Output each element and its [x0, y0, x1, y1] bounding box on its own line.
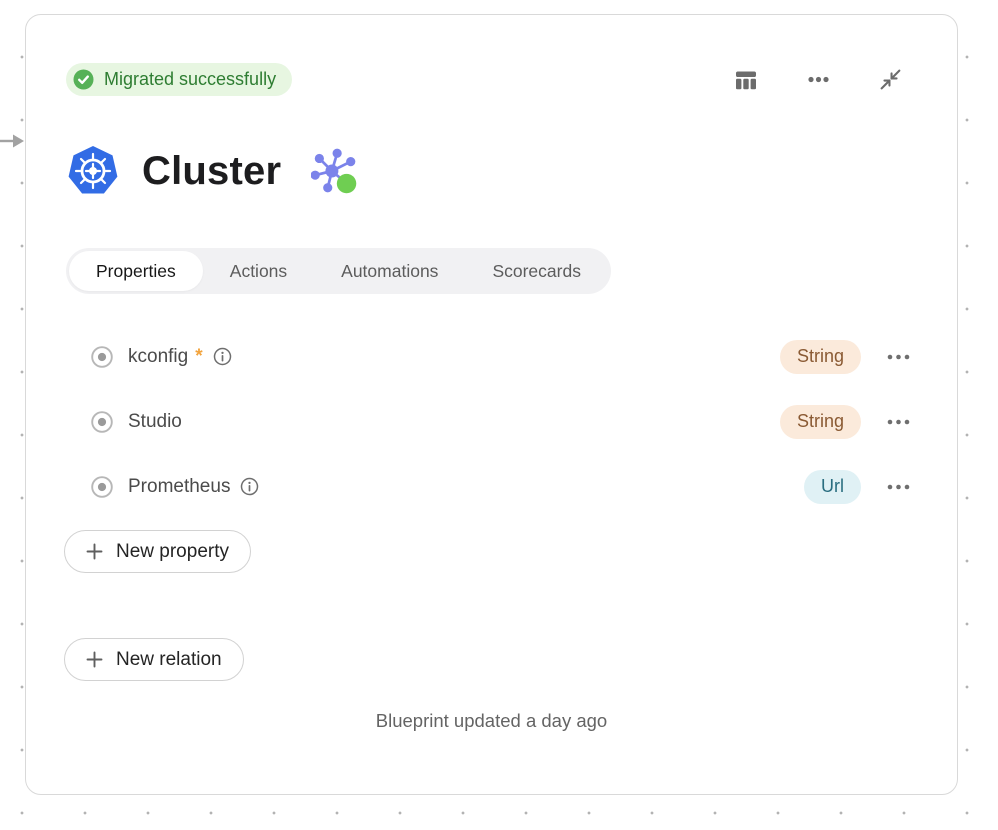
plus-icon	[86, 543, 103, 560]
collapse-button[interactable]	[878, 67, 903, 92]
card-header-row: Migrated successfully	[66, 63, 917, 96]
ellipsis-icon	[886, 416, 911, 428]
property-menu-button[interactable]	[879, 475, 917, 499]
property-list: kconfig * String Studio *	[66, 324, 917, 519]
property-row: Prometheus * Url	[66, 454, 917, 519]
tab-automations[interactable]: Automations	[314, 251, 465, 291]
property-type-badge: String	[779, 404, 861, 439]
card-toolbar	[733, 66, 903, 93]
new-property-button[interactable]: New property	[64, 530, 251, 573]
edge-connection-arrow[interactable]	[0, 131, 25, 151]
property-menu-button[interactable]	[879, 345, 917, 369]
ellipsis-icon	[886, 351, 911, 363]
collapse-arrows-icon	[878, 67, 903, 92]
property-row: kconfig * String	[66, 324, 917, 389]
ellipsis-icon	[805, 66, 832, 93]
property-type-icon	[91, 345, 113, 368]
property-type-badge: String	[779, 339, 861, 374]
status-badge-label: Migrated successfully	[104, 69, 277, 89]
page-title: Cluster	[142, 148, 282, 193]
tab-actions[interactable]: Actions	[203, 251, 314, 291]
property-type-icon	[91, 410, 113, 433]
property-type-badge: Url	[804, 469, 861, 504]
property-row: Studio * String	[66, 389, 917, 454]
status-badge: Migrated successfully	[66, 63, 293, 96]
tab-scorecards[interactable]: Scorecards	[465, 251, 608, 291]
tab-properties[interactable]: Properties	[69, 251, 203, 291]
required-asterisk: *	[195, 345, 203, 367]
info-icon[interactable]	[213, 347, 232, 366]
property-type-icon	[91, 475, 113, 498]
ellipsis-icon	[886, 481, 911, 493]
graph-icon	[311, 148, 357, 194]
plus-icon	[86, 651, 103, 668]
check-circle-icon	[73, 69, 94, 90]
table-icon	[733, 67, 759, 93]
new-relation-label: New relation	[116, 648, 222, 670]
more-options-button[interactable]	[805, 66, 832, 93]
new-property-label: New property	[116, 540, 229, 562]
property-name: Prometheus	[128, 475, 231, 497]
info-icon[interactable]	[240, 477, 259, 496]
table-view-button[interactable]	[733, 67, 759, 93]
title-row: Cluster	[66, 144, 917, 198]
kubernetes-logo	[66, 144, 120, 198]
property-name: kconfig	[128, 345, 189, 367]
blueprint-card: Migrated successfully	[25, 14, 958, 795]
property-name: Studio	[128, 410, 182, 432]
property-menu-button[interactable]	[879, 410, 917, 434]
new-relation-button[interactable]: New relation	[64, 638, 244, 681]
blueprint-updated-text: Blueprint updated a day ago	[375, 710, 608, 731]
